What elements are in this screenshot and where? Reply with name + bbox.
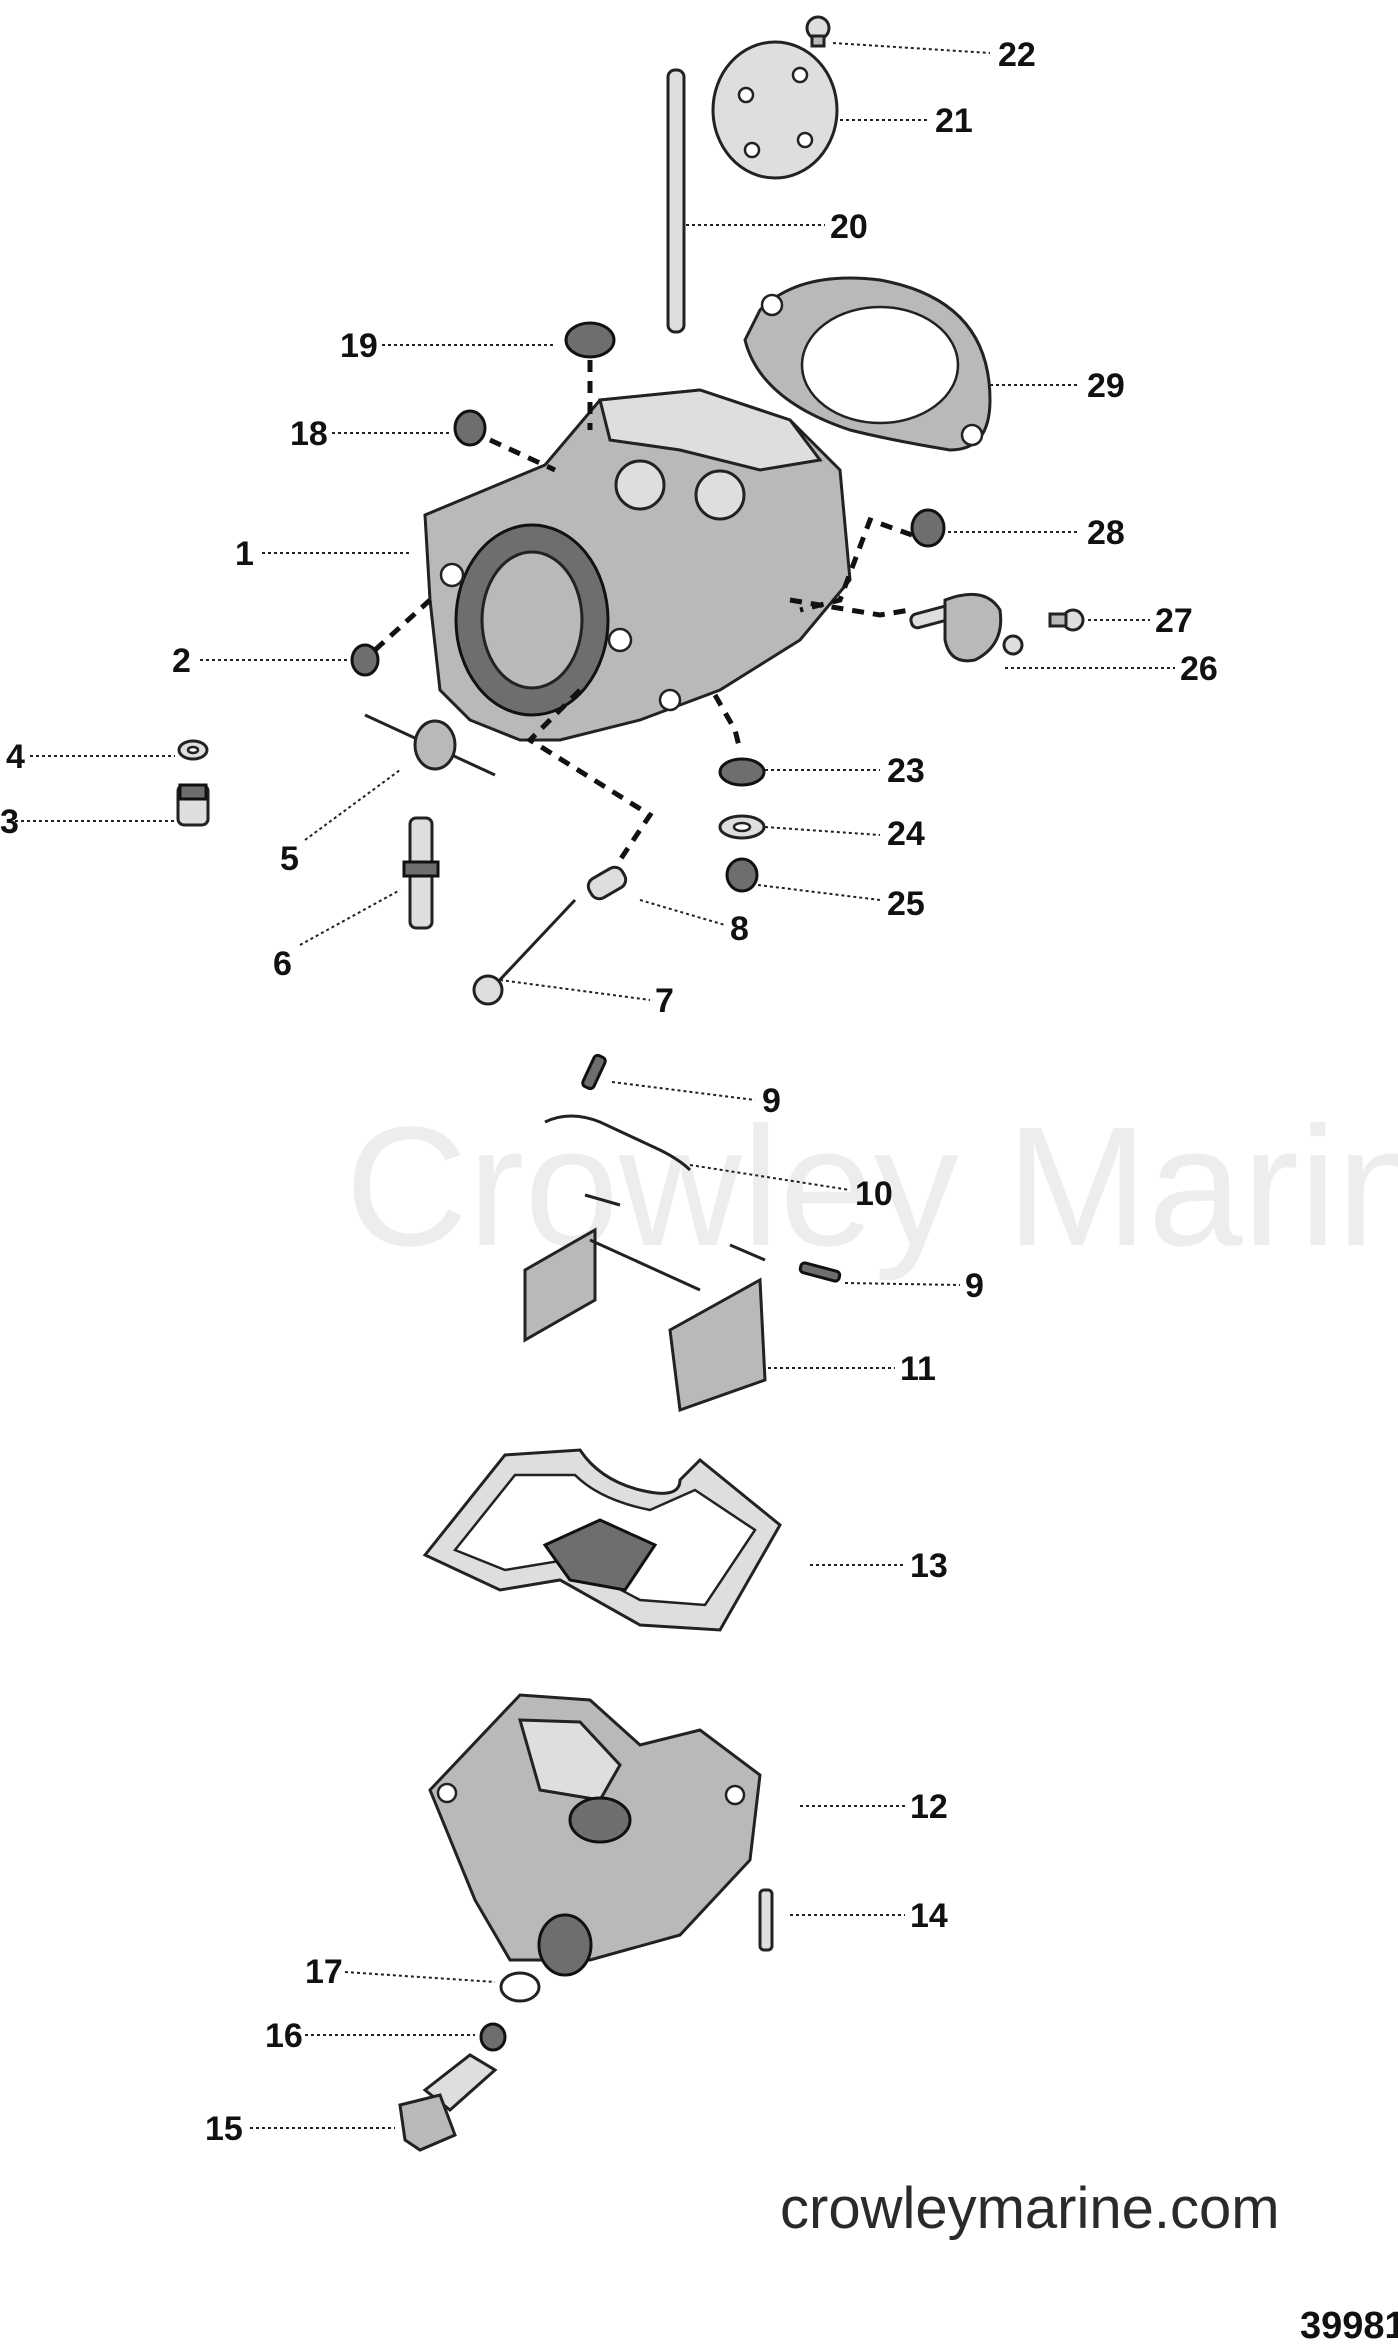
part-4-washer (177, 739, 209, 761)
part-3-jet (176, 783, 210, 827)
leader-10 (689, 1164, 851, 1191)
callout-2: 2 (172, 642, 191, 680)
guide-2 (373, 598, 432, 652)
part-9-pin-upper (581, 1053, 607, 1091)
guide-23 (712, 693, 743, 751)
part-20-shaft (666, 68, 686, 334)
part-12-float-bowl (428, 1693, 762, 1977)
part-27-screw (1048, 608, 1085, 632)
callout-25: 25 (887, 885, 925, 923)
part-2-plug (350, 643, 380, 677)
part-5-valve (364, 713, 496, 777)
callout-13: 13 (910, 1547, 948, 1585)
callout-9-right: 9 (965, 1267, 984, 1305)
part-15-drain-plug (398, 2053, 498, 2152)
site-url: crowleymarine.com (780, 2176, 1280, 2241)
callout-19: 19 (340, 327, 378, 365)
callout-26: 26 (1180, 650, 1218, 688)
part-25-spring (725, 857, 759, 893)
leader-5 (304, 769, 401, 841)
part-7-needle-screw (472, 898, 577, 1006)
part-11-float (523, 1193, 767, 1413)
part-17-o-ring (499, 1971, 541, 2003)
leader-9b (844, 1282, 961, 1286)
callout-18: 18 (290, 415, 328, 453)
leader-8 (639, 899, 726, 926)
callout-14: 14 (910, 1897, 948, 1935)
part-29-gasket (743, 276, 992, 452)
part-10-float-arm (544, 1114, 692, 1172)
leader-22 (832, 42, 991, 54)
part-26-choke-lever (909, 592, 1024, 663)
guide-26 (789, 597, 911, 618)
part-1-carburetor-body (423, 388, 852, 742)
leader-7 (499, 979, 651, 1001)
callout-1: 1 (235, 535, 254, 573)
part-24-washer (718, 814, 766, 840)
part-14-screw (758, 1888, 774, 1952)
part-18-plug (453, 409, 487, 447)
callout-12: 12 (910, 1788, 948, 1826)
diagram-code: 39981 (1300, 2305, 1398, 2347)
callout-20: 20 (830, 208, 868, 246)
part-13-gasket (422, 1448, 782, 1632)
callout-28: 28 (1087, 514, 1125, 552)
callout-11: 11 (900, 1350, 936, 1388)
leader-24 (764, 826, 881, 836)
leader-6 (299, 889, 401, 946)
guide-18 (488, 437, 557, 473)
callout-8: 8 (730, 910, 749, 948)
callout-21: 21 (935, 102, 973, 140)
callout-4: 4 (6, 738, 25, 776)
part-6-nozzle (402, 816, 440, 930)
part-8-spring (586, 865, 628, 901)
callout-17: 17 (305, 1953, 343, 1991)
leader-25 (757, 884, 881, 901)
callout-3: 3 (0, 803, 19, 841)
part-16-jet (479, 2022, 507, 2052)
callout-7: 7 (655, 982, 674, 1020)
part-21-plate (711, 40, 839, 180)
callout-6: 6 (273, 945, 292, 983)
leader-17 (344, 1971, 496, 1983)
leader-9a (611, 1081, 756, 1101)
part-22-screw (805, 15, 831, 48)
part-19-plug (564, 321, 616, 359)
part-23-nut (718, 757, 766, 787)
part-9-pin-right (798, 1261, 842, 1283)
watermark-text: Crowley Marine (345, 1092, 1398, 1282)
callout-24: 24 (887, 815, 925, 853)
callout-16: 16 (265, 2017, 303, 2055)
callout-29: 29 (1087, 367, 1125, 405)
part-28-plug (910, 508, 946, 548)
callout-22: 22 (998, 36, 1036, 74)
callout-10: 10 (855, 1175, 893, 1213)
guide-8 (526, 688, 654, 862)
callout-27: 27 (1155, 602, 1193, 640)
callout-23: 23 (887, 752, 925, 790)
callout-5: 5 (280, 840, 299, 878)
callout-15: 15 (205, 2110, 243, 2148)
callout-9-upper: 9 (762, 1082, 781, 1120)
